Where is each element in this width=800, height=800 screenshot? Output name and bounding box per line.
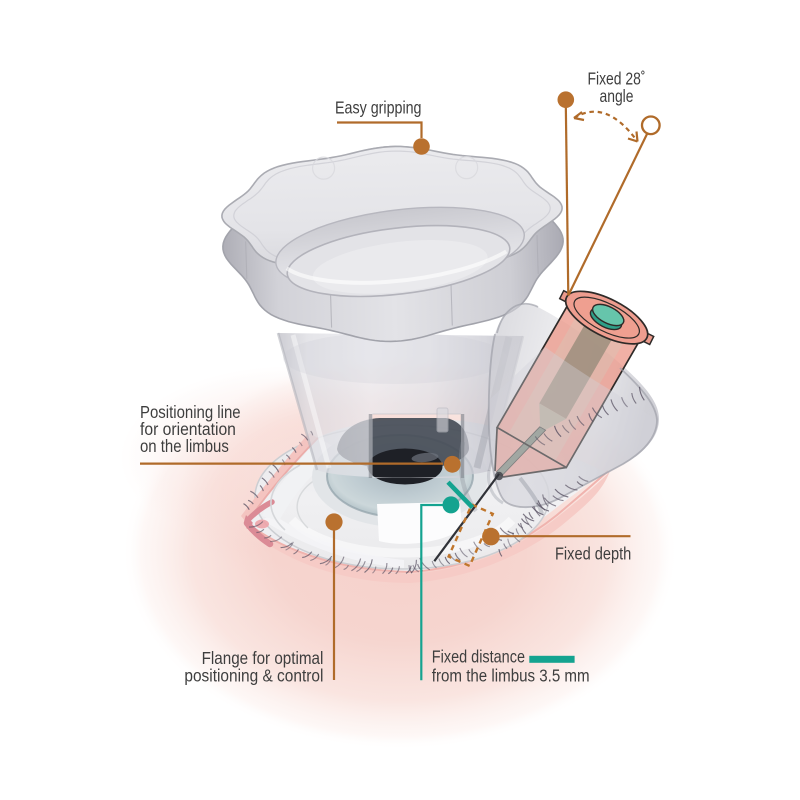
svg-text:Fixed depth: Fixed depth [555, 543, 631, 563]
svg-text:for orientation: for orientation [140, 419, 236, 439]
svg-text:Fixed 28˚: Fixed 28˚ [588, 69, 646, 89]
svg-text:Positioning line: Positioning line [140, 402, 241, 422]
svg-text:angle: angle [600, 86, 634, 106]
svg-text:from the limbus 3.5 mm: from the limbus 3.5 mm [432, 666, 590, 686]
svg-text:positioning & control: positioning & control [184, 666, 323, 686]
svg-text:Easy gripping: Easy gripping [335, 97, 422, 117]
svg-text:Flange for optimal: Flange for optimal [202, 648, 324, 668]
svg-text:Fixed distance: Fixed distance [432, 646, 525, 666]
svg-text:on the limbus: on the limbus [140, 436, 229, 456]
